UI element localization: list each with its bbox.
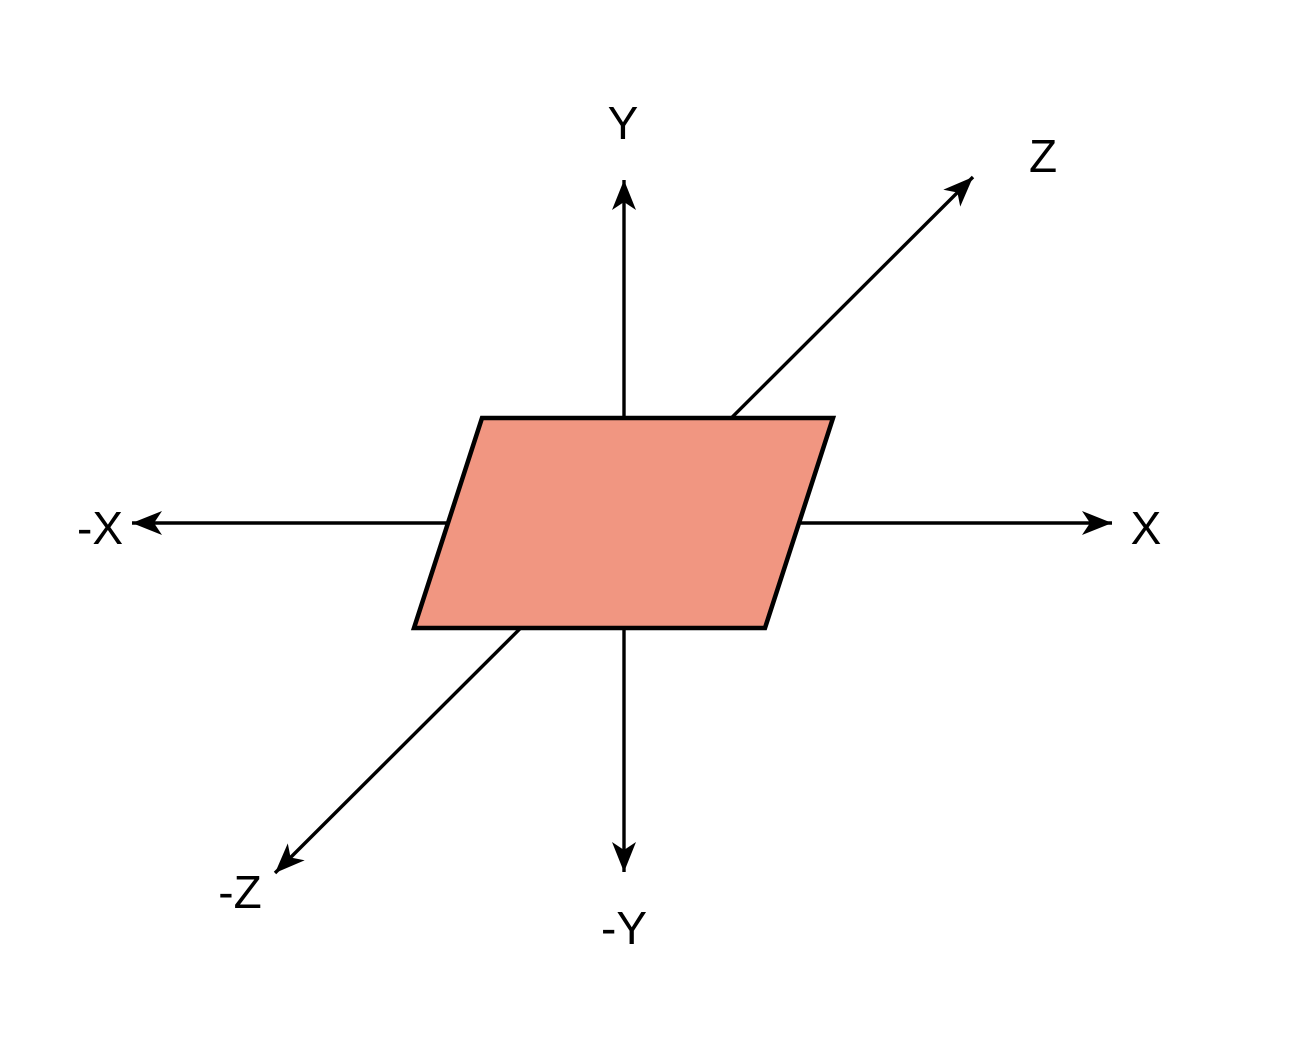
neg-z-axis-label: -Z — [218, 866, 261, 918]
x-axis-label: X — [1131, 502, 1162, 554]
neg-y-axis-label: -Y — [601, 902, 647, 954]
y-axis-label: Y — [608, 97, 639, 149]
xz-plane-parallelogram — [410, 415, 837, 631]
neg-x-axis-label: -X — [77, 502, 123, 554]
z-axis-label: Z — [1029, 130, 1057, 182]
